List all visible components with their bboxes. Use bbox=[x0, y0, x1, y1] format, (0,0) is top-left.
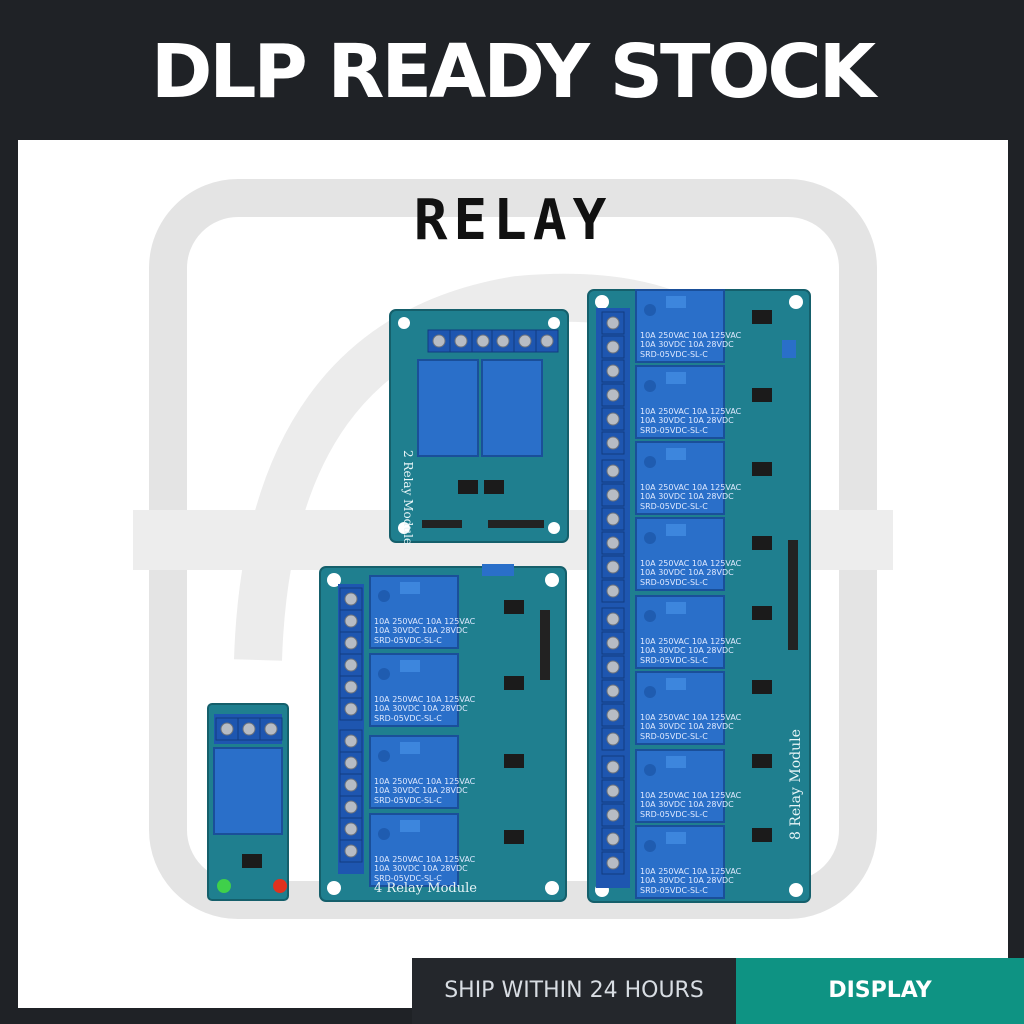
shipping-info: SHIP WITHIN 24 HOURS bbox=[412, 958, 736, 1024]
display-button[interactable]: DISPLAY bbox=[736, 958, 1024, 1024]
two-relay-module: 2 Relay Module bbox=[389, 309, 569, 545]
eight-relay-label: 8 Relay Module bbox=[788, 729, 804, 840]
product-title: RELAY bbox=[413, 188, 613, 253]
two-relay-label: 2 Relay Module bbox=[401, 450, 415, 545]
relay-modules-photo: 10A 250VAC 10A 125VAC 10A 30VDC 10A 28VD… bbox=[207, 289, 811, 903]
one-relay-module bbox=[207, 703, 289, 901]
eight-relay-module: 8 Relay Module bbox=[587, 289, 811, 903]
product-photo-panel: RELAY 10A 250VAC 10A 125VAC 10A 30VDC 10… bbox=[18, 140, 1008, 1008]
four-relay-label: 4 Relay Module bbox=[374, 881, 477, 896]
banner-title: DLP READY STOCK bbox=[150, 29, 876, 115]
four-relay-module: 4 Relay Module bbox=[319, 564, 567, 902]
